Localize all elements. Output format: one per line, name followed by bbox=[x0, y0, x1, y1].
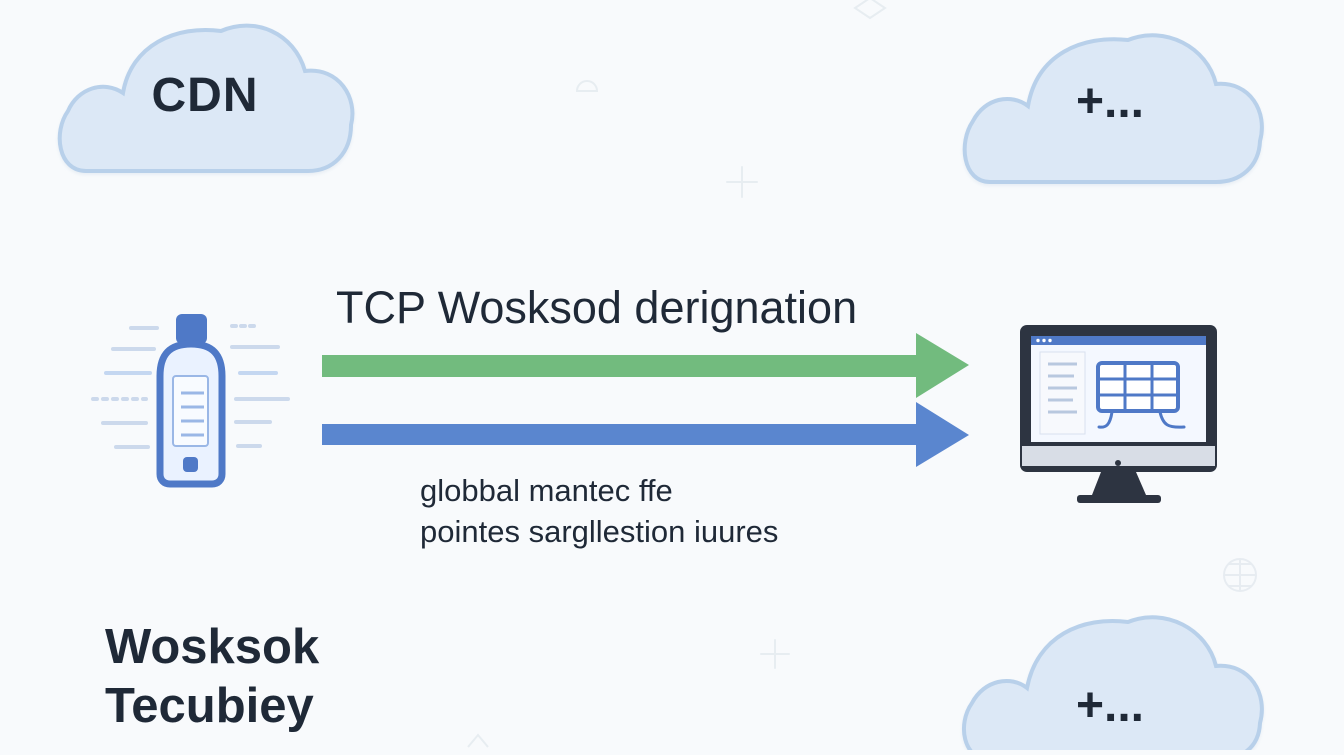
mobile-device bbox=[91, 314, 290, 488]
bottom-heading: Wosksok Tecubiey bbox=[105, 618, 425, 736]
bottom-right-cloud-label: +... bbox=[1075, 679, 1145, 732]
bottom-heading-line-2: Tecubiey bbox=[105, 679, 314, 733]
bottom-right-cloud-icon bbox=[962, 615, 1264, 755]
description-line-1: globbal mantec ffe bbox=[420, 473, 673, 508]
cdn-cloud-label: CDN bbox=[151, 69, 259, 122]
top-right-cloud-label: +... bbox=[1075, 75, 1145, 128]
motion-lines bbox=[91, 324, 290, 449]
description-line-2: pointes sargllestion iuures bbox=[420, 514, 779, 549]
globe-icon bbox=[1223, 558, 1257, 592]
diamond-icon bbox=[853, 0, 887, 20]
background-decorations bbox=[467, 0, 1257, 748]
sparkle-icon bbox=[760, 639, 790, 669]
connection-description: globbal mantec ffe pointes sargllestion … bbox=[420, 470, 940, 552]
cdn-cloud-icon bbox=[57, 23, 355, 173]
blue-arrow bbox=[322, 402, 969, 467]
bottom-right-cloud bbox=[962, 615, 1264, 755]
sparkle-icon bbox=[726, 166, 758, 198]
bottom-faint-icon bbox=[467, 733, 489, 748]
desktop-monitor bbox=[1020, 325, 1217, 503]
bottom-heading-line-1: Wosksok bbox=[105, 620, 320, 674]
green-arrow bbox=[322, 333, 969, 398]
connection-title: TCP Wosksod derignation bbox=[336, 282, 858, 333]
top-right-cloud-icon bbox=[962, 33, 1264, 184]
top-right-cloud bbox=[962, 33, 1264, 184]
cdn-cloud bbox=[57, 23, 355, 173]
small-dome-icon bbox=[575, 80, 599, 92]
